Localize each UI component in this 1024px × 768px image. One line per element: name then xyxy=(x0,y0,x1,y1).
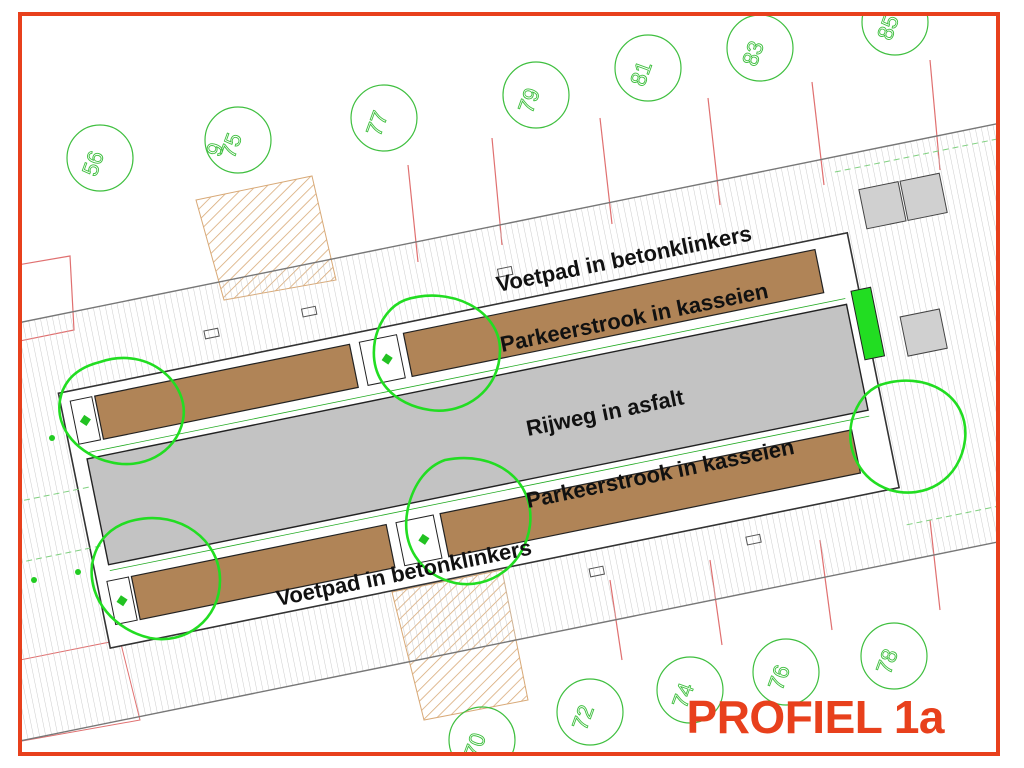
house-number: 72 xyxy=(567,702,599,734)
page-frame xyxy=(18,12,1000,756)
tree-dots xyxy=(31,435,81,583)
house-number: 70 xyxy=(459,730,491,762)
house-number: 85 xyxy=(872,12,904,44)
roadway xyxy=(86,303,869,566)
tree-icon xyxy=(90,516,222,641)
parking-strip-bottom-left xyxy=(130,523,396,621)
street-profile xyxy=(20,116,998,744)
parking-strip-top-right xyxy=(402,248,825,378)
house-number-circle xyxy=(66,124,134,192)
house-number: 56 xyxy=(77,148,109,180)
parking-strip-top-left xyxy=(93,343,359,440)
house-number-circle xyxy=(448,706,516,754)
house-number-circle xyxy=(502,61,570,129)
page-title: PROFIEL 1a xyxy=(686,691,945,743)
house-number-circle xyxy=(861,14,929,56)
house-number-circle xyxy=(656,656,724,724)
house-number-circle xyxy=(614,34,682,102)
tree-icon xyxy=(405,456,532,586)
tree-icon xyxy=(849,379,967,494)
house-number: 76 xyxy=(763,662,795,694)
house-number-circle xyxy=(556,678,624,746)
parking-strip-bottom-right xyxy=(439,429,862,558)
trees xyxy=(58,294,967,641)
house-number: 81 xyxy=(625,58,657,90)
tree-icon xyxy=(58,356,186,466)
house-number-circle xyxy=(860,622,928,690)
house-number-circle xyxy=(752,638,820,706)
house-number-circle xyxy=(350,84,418,152)
house-number: 79 xyxy=(513,85,545,117)
tree-icon xyxy=(372,294,502,412)
house-number: 78 xyxy=(871,646,903,678)
house-number: 83 xyxy=(737,38,769,70)
green-bollard xyxy=(850,286,886,361)
house-number-circle xyxy=(204,106,272,174)
house-number: 77 xyxy=(361,108,393,140)
